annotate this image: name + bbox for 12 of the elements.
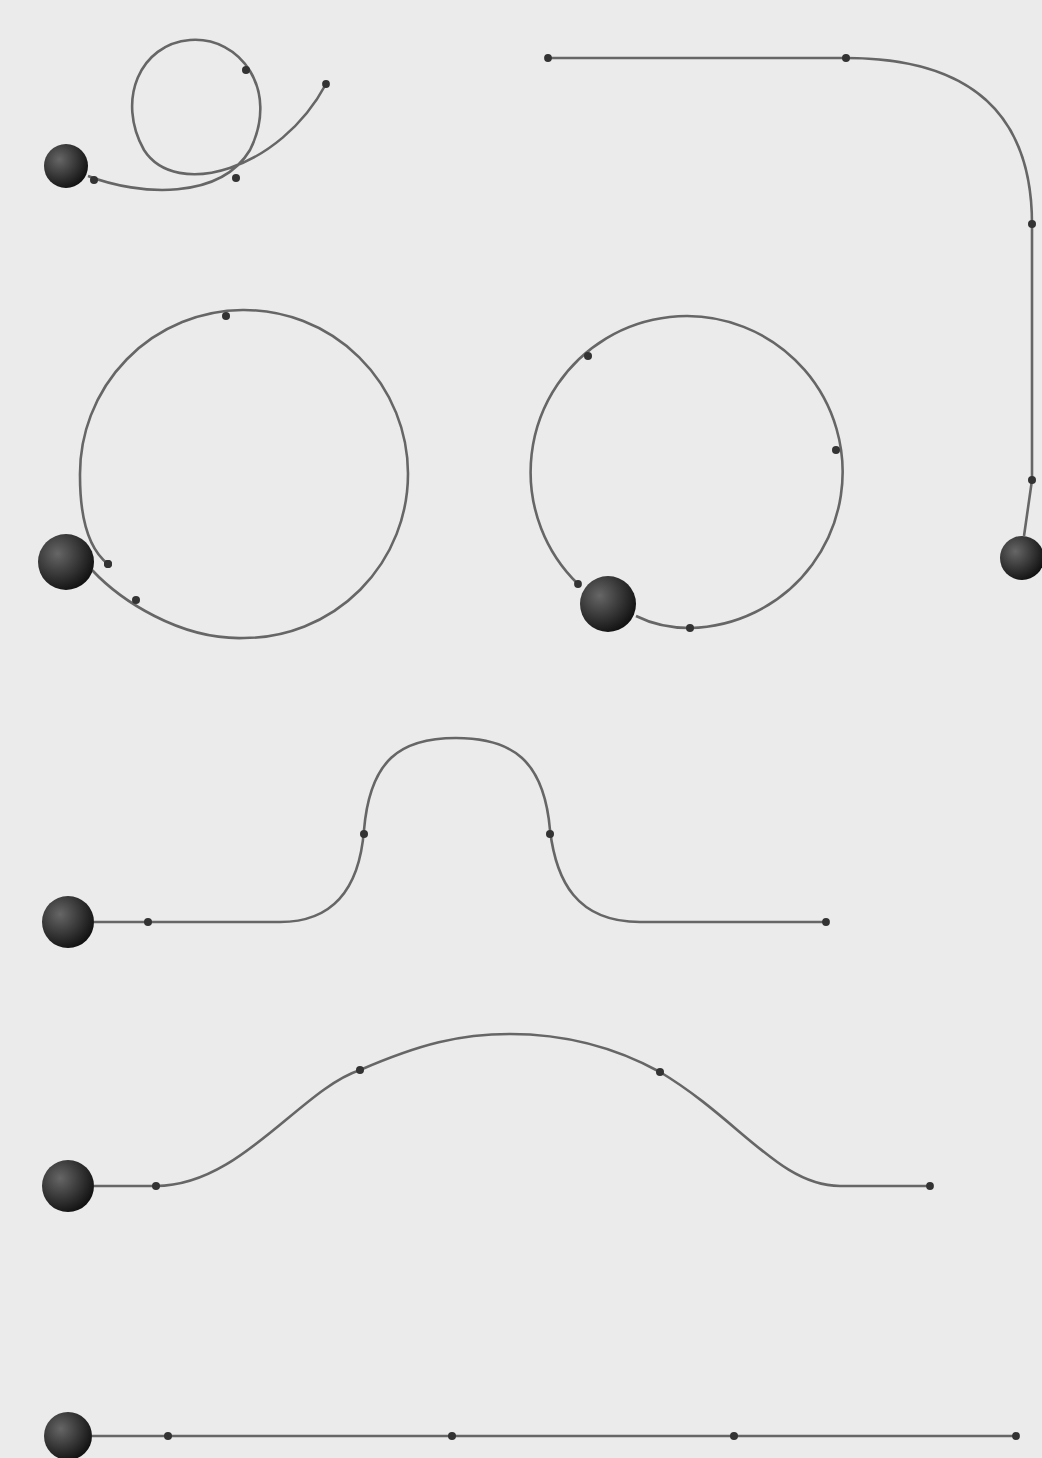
- motion-path: [87, 38, 330, 192]
- ball: [42, 896, 94, 948]
- motion-path: [529, 315, 844, 632]
- motion-path: [94, 736, 830, 926]
- ball: [42, 1160, 94, 1212]
- ball: [44, 144, 88, 188]
- motion-path: [92, 1432, 1020, 1440]
- ball: [580, 576, 636, 632]
- ball: [38, 534, 94, 590]
- motion-path: [78, 308, 410, 640]
- motion-path: [544, 54, 1036, 537]
- motion-path: [94, 1032, 934, 1190]
